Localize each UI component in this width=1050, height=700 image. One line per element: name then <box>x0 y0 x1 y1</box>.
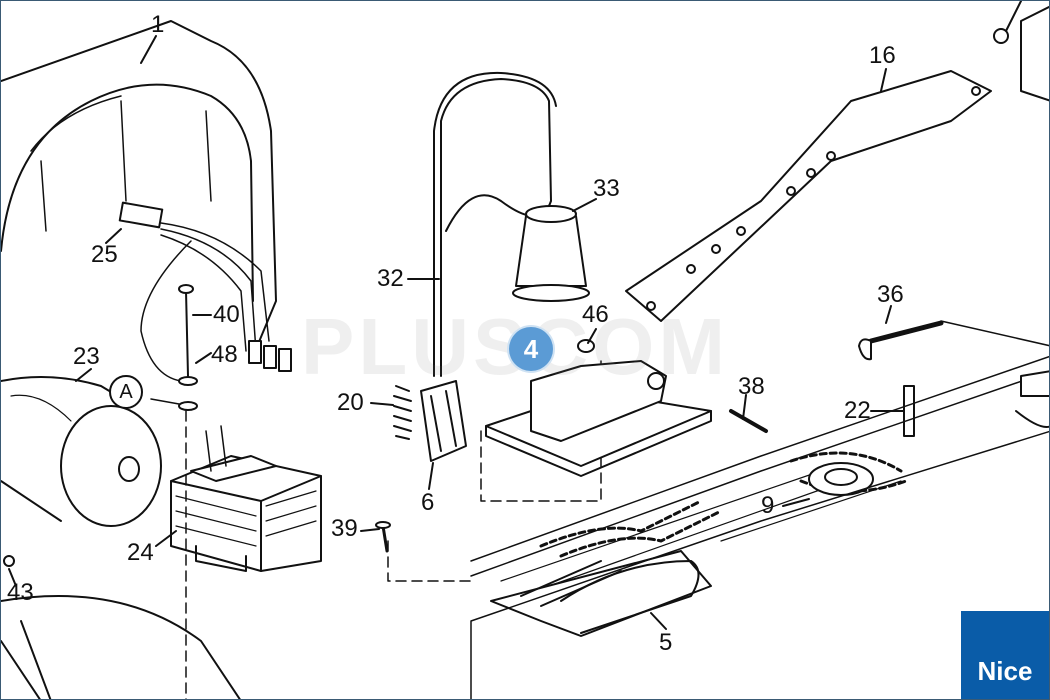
part-label-33: 33 <box>593 175 620 202</box>
part-label-24: 24 <box>127 539 154 566</box>
part-label-16: 16 <box>869 42 896 69</box>
part-label-43: 43 <box>7 579 34 606</box>
part-label-46: 46 <box>582 301 609 328</box>
part-label-1: 1 <box>151 11 165 38</box>
part-label-20: 20 <box>337 389 364 416</box>
part-label-48: 48 <box>211 341 238 368</box>
part-label-38: 38 <box>738 373 765 400</box>
part-label-5: 5 <box>659 629 673 656</box>
part-label-25: 25 <box>91 241 118 268</box>
part-label-9: 9 <box>761 492 775 519</box>
part-label-36: 36 <box>877 281 904 308</box>
part-label-6: 6 <box>421 489 435 516</box>
part-label-32: 32 <box>377 265 404 292</box>
brand-badge[interactable]: Nice <box>961 611 1049 699</box>
part-label-22: 22 <box>844 397 871 424</box>
part-label-40: 40 <box>213 301 240 328</box>
part-label-23: 23 <box>73 343 100 370</box>
part-label-39: 39 <box>331 515 358 542</box>
detail-marker-a: A <box>109 375 143 409</box>
cover-shell <box>1 20 277 362</box>
step-callout[interactable]: 4 <box>509 327 553 371</box>
